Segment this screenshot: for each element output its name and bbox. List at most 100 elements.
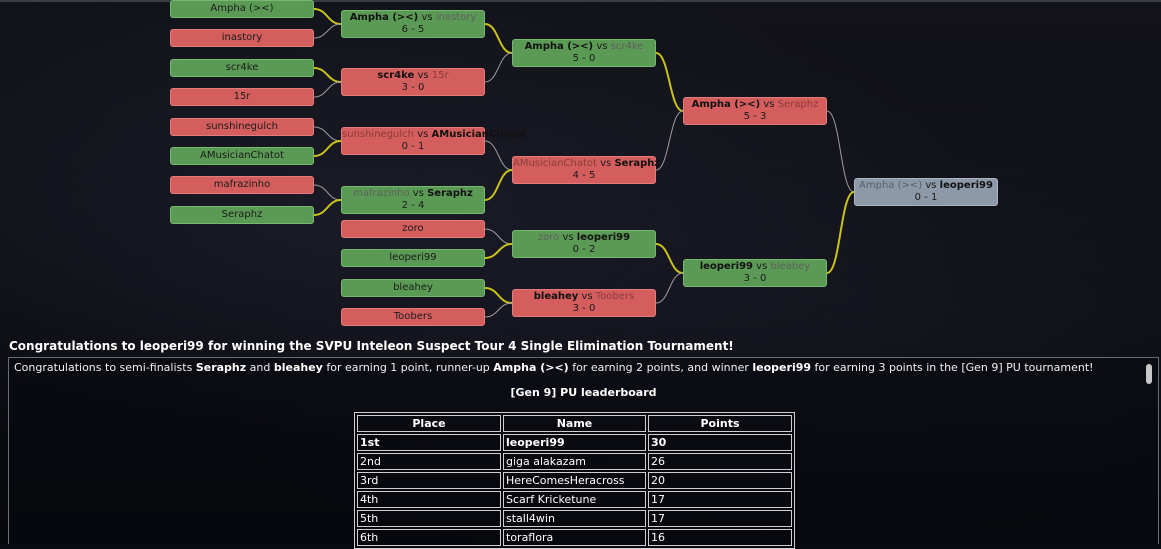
- results-panel: Congratulations to semi-finalists Seraph…: [8, 357, 1159, 549]
- match-player-2: Seraphz: [777, 99, 819, 110]
- bracket-player-10[interactable]: leoperi99: [341, 249, 485, 267]
- bracket-connector: [484, 228, 513, 245]
- bracket-connector: [484, 302, 513, 318]
- match-score: 3 - 0: [572, 303, 596, 314]
- bracket-connectors: [313, 8, 855, 318]
- table-row: 3rd HereComesHeracross 20: [357, 472, 792, 489]
- column-header-name: Name: [503, 415, 646, 432]
- table-row: 6th toraflora 16: [357, 529, 792, 546]
- place-cell: 3rd: [357, 472, 501, 489]
- bracket-player-12[interactable]: Toobers: [341, 308, 485, 326]
- bracket-connector: [484, 52, 513, 83]
- match-player-1: bleahey: [533, 291, 579, 302]
- match-vs: vs: [760, 99, 778, 110]
- place-cell: 6th: [357, 529, 501, 546]
- bracket-player-2[interactable]: inastory: [170, 29, 314, 47]
- bracket-player-5[interactable]: sunshinegulch: [170, 118, 314, 136]
- match-player-1: leoperi99: [699, 261, 753, 272]
- name-cell: stall4win: [503, 510, 646, 527]
- place-cell: 1st: [357, 434, 501, 451]
- match-player-1: Ampha (><): [691, 99, 761, 110]
- bracket-player-3[interactable]: scr4ke: [170, 59, 314, 77]
- match-player-1: zoro: [537, 232, 560, 243]
- place-cell: 4th: [357, 491, 501, 508]
- bracket-connector: [484, 287, 513, 304]
- table-row: 5th stall4win 17: [357, 510, 792, 527]
- bracket-player-9[interactable]: zoro: [341, 220, 485, 238]
- points-cell: 17: [648, 491, 792, 508]
- bracket-player-1[interactable]: Ampha (><): [170, 0, 314, 18]
- points-cell: 16: [648, 529, 792, 546]
- match-player-2: Toobers: [595, 291, 635, 302]
- match-players: mafrazinho vs Seraphz: [353, 188, 473, 199]
- winner-announcement: Congratulations to leoperi99 for winning…: [9, 339, 734, 353]
- match-player-1: Ampha (><): [859, 180, 923, 191]
- match-player-2: 15r: [431, 70, 449, 81]
- match-player-1: scr4ke: [377, 70, 415, 81]
- points-cell: 30: [648, 434, 792, 451]
- match-vs: vs: [922, 180, 940, 191]
- bracket-connector: [484, 169, 513, 201]
- announcement-text: and: [246, 361, 274, 374]
- match-vs: vs: [414, 129, 432, 140]
- match-score: 0 - 2: [572, 244, 596, 255]
- bracket-connector: [484, 243, 513, 259]
- column-header-place: Place: [357, 415, 501, 432]
- match-player-1: sunshinegulch: [342, 129, 415, 140]
- match-player-1: Ampha (><): [524, 41, 594, 52]
- match-player-2: inastory: [435, 12, 477, 23]
- match-score: 0 - 1: [914, 192, 938, 203]
- points-cell: 26: [648, 453, 792, 470]
- points-cell: 20: [648, 472, 792, 489]
- bracket-player-7[interactable]: mafrazinho: [170, 176, 314, 194]
- bracket-connector: [313, 23, 342, 39]
- match-players: zoro vs leoperi99: [538, 232, 630, 243]
- bracket-player-8[interactable]: Seraphz: [170, 206, 314, 224]
- match-score: 5 - 0: [572, 53, 596, 64]
- leaderboard-table: Place Name Points 1st leoperi99 30 2nd g…: [354, 412, 795, 549]
- points-announcement: Congratulations to semi-finalists Seraph…: [14, 361, 1094, 374]
- match-score: 3 - 0: [743, 273, 767, 284]
- match-players: sunshinegulch vs AMusicianChatot: [342, 129, 527, 140]
- match-player-2: scr4ke: [610, 41, 644, 52]
- bracket-player-6[interactable]: AMusicianChatot: [170, 147, 314, 165]
- announcement-text: Congratulations to semi-finalists: [14, 361, 196, 374]
- match-player-2: AMusicianChatot: [431, 129, 527, 140]
- bracket-connector: [313, 199, 342, 216]
- bracket-connector: [313, 81, 342, 98]
- match-vs: vs: [559, 232, 577, 243]
- bracket-connector: [826, 191, 855, 274]
- match-vs: vs: [578, 291, 596, 302]
- match-vs: vs: [418, 12, 436, 23]
- match-score: 2 - 4: [401, 200, 425, 211]
- table-row: 2nd giga alakazam 26: [357, 453, 792, 470]
- name-cell: HereComesHeracross: [503, 472, 646, 489]
- bracket-player-4[interactable]: 15r: [170, 88, 314, 106]
- bracket-connector: [655, 52, 684, 112]
- match-score: 0 - 1: [401, 141, 425, 152]
- bracket-connector: [655, 110, 684, 171]
- bracket-connector: [313, 184, 342, 201]
- runner-up: Ampha (><): [493, 361, 569, 374]
- match-players: AMusicianChatot vs Seraphz: [513, 158, 660, 169]
- bracket-player-11[interactable]: bleahey: [341, 279, 485, 297]
- match-players: Ampha (><) vs Seraphz: [692, 99, 819, 110]
- match-score: 5 - 3: [743, 111, 767, 122]
- bracket-connector: [313, 67, 342, 83]
- scrollbar-thumb[interactable]: [1146, 364, 1152, 384]
- semifinalist-2: bleahey: [273, 361, 323, 374]
- match-players: bleahey vs Toobers: [534, 291, 635, 302]
- match-vs: vs: [752, 261, 771, 272]
- leaderboard-header-row: Place Name Points: [357, 415, 792, 432]
